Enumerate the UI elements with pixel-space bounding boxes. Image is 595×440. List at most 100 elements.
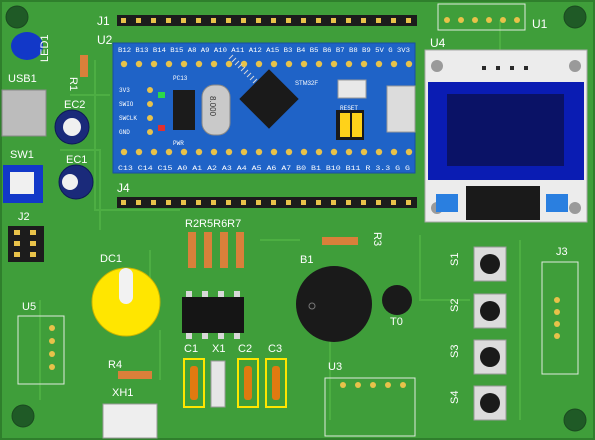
led1-body [11, 32, 43, 60]
mcu-pin [228, 54, 234, 60]
copper-traces [39, 20, 521, 420]
header-pin [241, 18, 246, 23]
pc13-led [158, 92, 165, 98]
r3-label: R3 [371, 232, 383, 246]
pad [405, 148, 413, 156]
j4-pins [121, 200, 411, 205]
pad [458, 17, 464, 23]
header-pin [226, 18, 231, 23]
oled-flex-connector [466, 186, 540, 220]
header-pin [241, 200, 246, 205]
header-pin [166, 18, 171, 23]
u3-label: U3 [328, 361, 342, 373]
header-pin [316, 200, 321, 205]
c2-label: C2 [238, 343, 252, 355]
pad [390, 148, 398, 156]
pwr-label: PWR [173, 140, 184, 147]
u1-outline [437, 3, 526, 31]
header-pin [286, 18, 291, 23]
reset-button [337, 79, 367, 99]
pad [486, 17, 492, 23]
ec1-label: EC1 [66, 154, 87, 166]
mcu-pin [246, 72, 252, 78]
pad [120, 60, 128, 68]
xh1-label: XH1 [112, 387, 133, 399]
j4-header [117, 197, 417, 208]
mcu-marking: STM32F [295, 81, 318, 87]
pad [315, 148, 323, 156]
x1-label: X1 [212, 343, 225, 355]
pad [255, 148, 263, 156]
j3-outline [541, 261, 579, 375]
pad [210, 60, 218, 68]
header-pin [136, 18, 141, 23]
r3-resistor [322, 237, 358, 245]
stm32-mcu [239, 69, 299, 129]
pad [285, 60, 293, 68]
pad [375, 148, 383, 156]
u1-label: U1 [532, 17, 548, 31]
header-pin [121, 18, 126, 23]
pc13-label: PC13 [173, 75, 188, 82]
pad [150, 60, 158, 68]
header-pin [301, 18, 306, 23]
j1-pins [121, 18, 411, 23]
pad [360, 60, 368, 68]
pad [180, 60, 188, 68]
pad [300, 60, 308, 68]
pad [472, 17, 478, 23]
pad [360, 148, 368, 156]
header-pin [211, 200, 216, 205]
pad [375, 60, 383, 68]
reset-label: RESET [340, 105, 358, 112]
header-pin [286, 200, 291, 205]
header-pin [181, 200, 186, 205]
resistor-bank [188, 232, 244, 268]
usb1-connector [1, 89, 47, 137]
t0-transistor [382, 285, 412, 315]
pad [180, 148, 188, 156]
header-pin [316, 18, 321, 23]
mounting-hole-bottom-left [11, 404, 35, 428]
pad [195, 148, 203, 156]
bluepill-bottom-pin-labels: C13 C14 C15 A0 A1 A2 A3 A4 A5 A6 A7 B0 B… [118, 165, 411, 172]
header-pin [256, 18, 261, 23]
tactile-switches [473, 246, 507, 421]
bluepill-top-header-pads [120, 60, 413, 68]
header-pin [376, 18, 381, 23]
j1-header [117, 15, 417, 26]
header-pin [151, 200, 156, 205]
pad [255, 60, 263, 68]
u5-label: U5 [22, 301, 36, 313]
header-pin [301, 200, 306, 205]
s4-label: S4 [449, 391, 461, 404]
pad [225, 148, 233, 156]
b1-buzzer [296, 266, 372, 342]
header-pin [166, 200, 171, 205]
bluepill-bottom-header-pads [120, 148, 413, 156]
header-pin [271, 18, 276, 23]
pad [165, 60, 173, 68]
mcu-pin [240, 66, 246, 72]
pad [444, 17, 450, 23]
led1-label: LED1 [39, 34, 51, 62]
r2r5r6r7-label: R2R5R6R7 [185, 218, 241, 230]
mounting-hole-top-left [5, 5, 29, 29]
swd-io: SWIO [119, 101, 134, 108]
pad [165, 148, 173, 156]
b1-label: B1 [300, 254, 313, 266]
u5-outline [17, 315, 65, 385]
j1-label: J1 [97, 14, 110, 28]
header-pin [346, 200, 351, 205]
bluepill-board: B12 B13 B14 B15 A8 A9 A10 A11 A12 A15 B3… [112, 42, 416, 174]
crystal-marking: 8.000 [208, 96, 217, 117]
c1-capacitor [183, 358, 205, 408]
dc1-label: DC1 [100, 253, 122, 265]
pad [120, 148, 128, 156]
pad [210, 148, 218, 156]
header-pin [181, 18, 186, 23]
mounting-hole-bottom-right [563, 408, 587, 432]
s1-label: S1 [449, 253, 461, 266]
c3-label: C3 [268, 343, 282, 355]
c2-capacitor [237, 358, 259, 408]
